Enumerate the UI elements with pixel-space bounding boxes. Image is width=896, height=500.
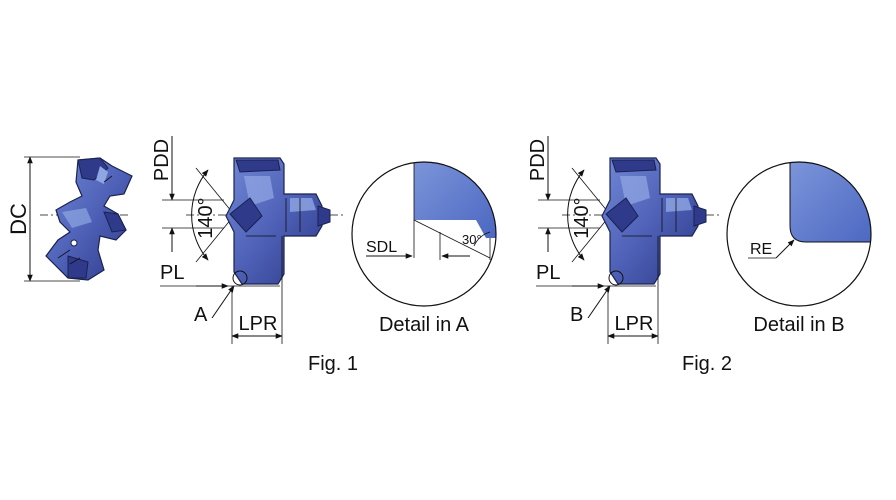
detail-a-marker xyxy=(232,270,248,286)
pl-label: PL xyxy=(160,262,184,284)
detail-a-circle xyxy=(351,161,497,307)
angle-label: 140° xyxy=(571,197,593,238)
lpr-label: LPR xyxy=(239,313,278,335)
angle-leg-bottom xyxy=(195,217,233,263)
detail-a-fill xyxy=(414,162,496,238)
point-a-label: A xyxy=(194,304,208,326)
fig2-caption: Fig. 2 xyxy=(682,353,732,375)
pdd-label: PDD xyxy=(527,139,549,181)
angle-label: 140° xyxy=(195,197,217,238)
fig1-caption: Fig. 1 xyxy=(308,353,358,375)
fig2-tool xyxy=(601,157,707,285)
fig1: PDD 140° PL A LPR Fig. 1 xyxy=(151,136,497,375)
pl-label: PL xyxy=(536,262,560,284)
pdd-label: PDD xyxy=(151,139,173,181)
coolant-hole xyxy=(70,239,78,247)
angle-leg-bottom xyxy=(571,217,609,263)
side-view: DC xyxy=(6,156,133,282)
point-b-label: B xyxy=(570,304,583,326)
dc-label: DC xyxy=(6,203,31,235)
detail-b-circle xyxy=(726,161,872,307)
detail-b-marker xyxy=(608,270,624,286)
detail-a-angle-label: 30° xyxy=(462,232,482,247)
fig1-tool xyxy=(225,157,331,285)
detail-a-chamfer xyxy=(413,219,491,259)
cutter-head xyxy=(45,157,133,281)
detail-a-angle-arc xyxy=(473,231,491,247)
sdl-label: SDL xyxy=(366,239,397,256)
angle-leg-top xyxy=(195,167,233,213)
b-leader xyxy=(587,285,611,319)
re-leader xyxy=(775,239,795,259)
detail-a: SDL 30° Detail in A xyxy=(351,161,497,336)
detail-b: RE Detail in B xyxy=(726,161,872,336)
detail-a-caption: Detail in A xyxy=(379,314,470,336)
angle-leg-top xyxy=(571,167,609,213)
lpr-label: LPR xyxy=(615,313,654,335)
a-leader xyxy=(211,285,235,319)
re-label: RE xyxy=(750,241,772,258)
detail-b-caption: Detail in B xyxy=(753,314,844,336)
detail-b-fill xyxy=(789,162,871,243)
fig2: PDD 140° PL B LPR Fig. 2 xyxy=(527,136,872,375)
